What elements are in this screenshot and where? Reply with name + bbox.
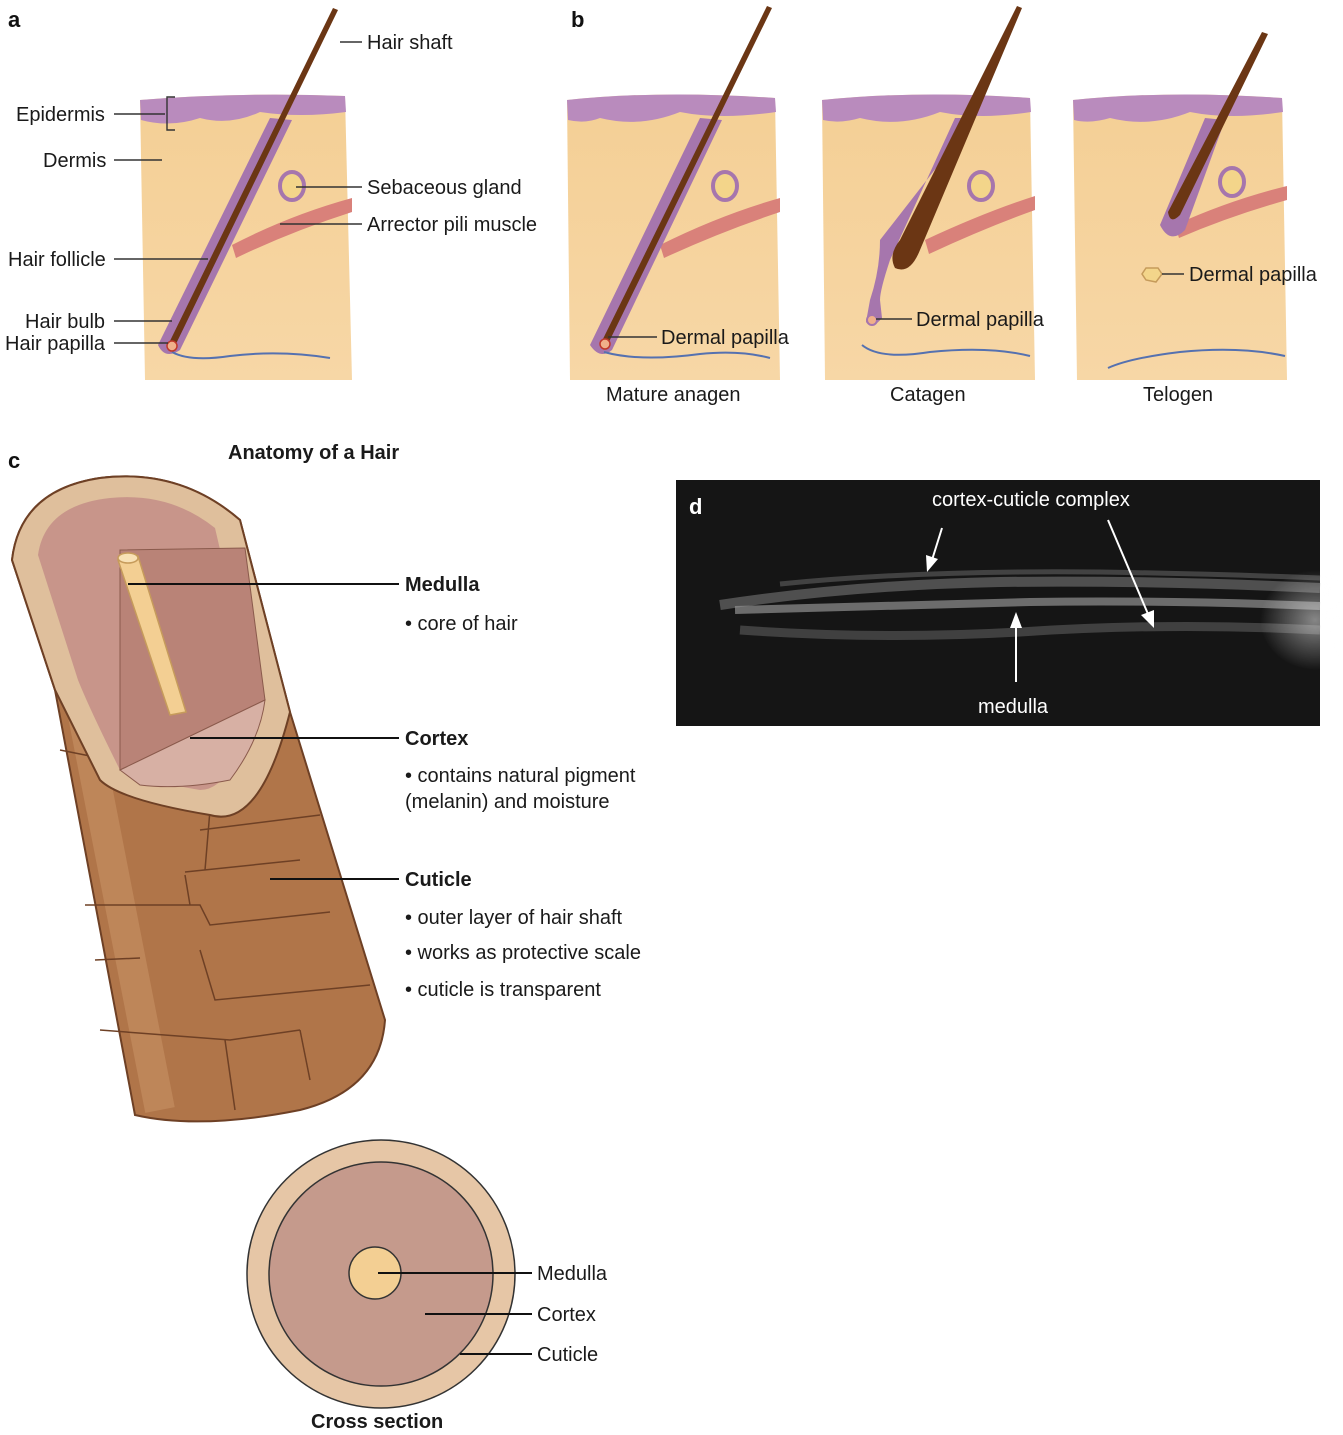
panel-d: d cortex-cuticle complex medulla [676, 480, 1343, 726]
label-medulla-micrograph: medulla [978, 696, 1049, 718]
label-hair-shaft: Hair shaft [367, 32, 453, 54]
label-medulla: Medulla [405, 574, 480, 596]
panel-c: c Anatomy of a Hair Medulla • core of ha… [8, 442, 641, 1433]
cross-label-cuticle: Cuticle [537, 1344, 598, 1366]
label-dermal-papilla-catagen: Dermal papilla [916, 309, 1045, 331]
label-cuticle: Cuticle [405, 869, 472, 891]
bullet-cortex-1: • contains natural pigment [405, 765, 636, 787]
label-mature-anagen: Mature anagen [606, 384, 741, 406]
label-cortex: Cortex [405, 728, 468, 750]
bullet-cortex-2: (melanin) and moisture [405, 791, 610, 813]
bullet-cuticle-2: • works as protective scale [405, 942, 641, 964]
label-catagen: Catagen [890, 384, 966, 406]
label-hair-follicle: Hair follicle [8, 249, 106, 271]
panel-b: b Dermal papilla Mature anagen Der [567, 6, 1318, 406]
panel-a: a Hair shaft Epidermis Dermis Sebaceous … [5, 7, 537, 380]
label-hair-papilla: Hair papilla [5, 333, 106, 355]
bullet-cuticle-3: • cuticle is transparent [405, 979, 601, 1001]
panel-a-letter: a [8, 7, 21, 32]
sebaceous-gland-a [280, 172, 304, 200]
panel-b-letter: b [571, 7, 584, 32]
bullet-medulla-1: • core of hair [405, 613, 518, 635]
panel-d-letter: d [689, 494, 702, 519]
panel-c-title: Anatomy of a Hair [228, 442, 399, 464]
cross-label-medulla: Medulla [537, 1263, 608, 1285]
cross-label-cortex: Cortex [537, 1304, 596, 1326]
label-epidermis: Epidermis [16, 104, 105, 126]
label-cortex-cuticle-complex: cortex-cuticle complex [932, 489, 1130, 511]
label-sebaceous-gland: Sebaceous gland [367, 177, 522, 199]
label-dermal-papilla-anagen: Dermal papilla [661, 327, 790, 349]
label-dermal-papilla-telogen: Dermal papilla [1189, 264, 1318, 286]
label-hair-bulb: Hair bulb [25, 311, 105, 333]
label-arrector-pili-muscle: Arrector pili muscle [367, 214, 537, 236]
cross-section-caption: Cross section [311, 1411, 443, 1433]
hair-papilla-a [167, 341, 177, 351]
label-telogen: Telogen [1143, 384, 1213, 406]
stage-mature-anagen [567, 6, 780, 380]
bullet-cuticle-1: • outer layer of hair shaft [405, 907, 623, 929]
label-dermis: Dermis [43, 150, 106, 172]
stage-telogen [1073, 32, 1287, 380]
panel-c-letter: c [8, 448, 20, 473]
